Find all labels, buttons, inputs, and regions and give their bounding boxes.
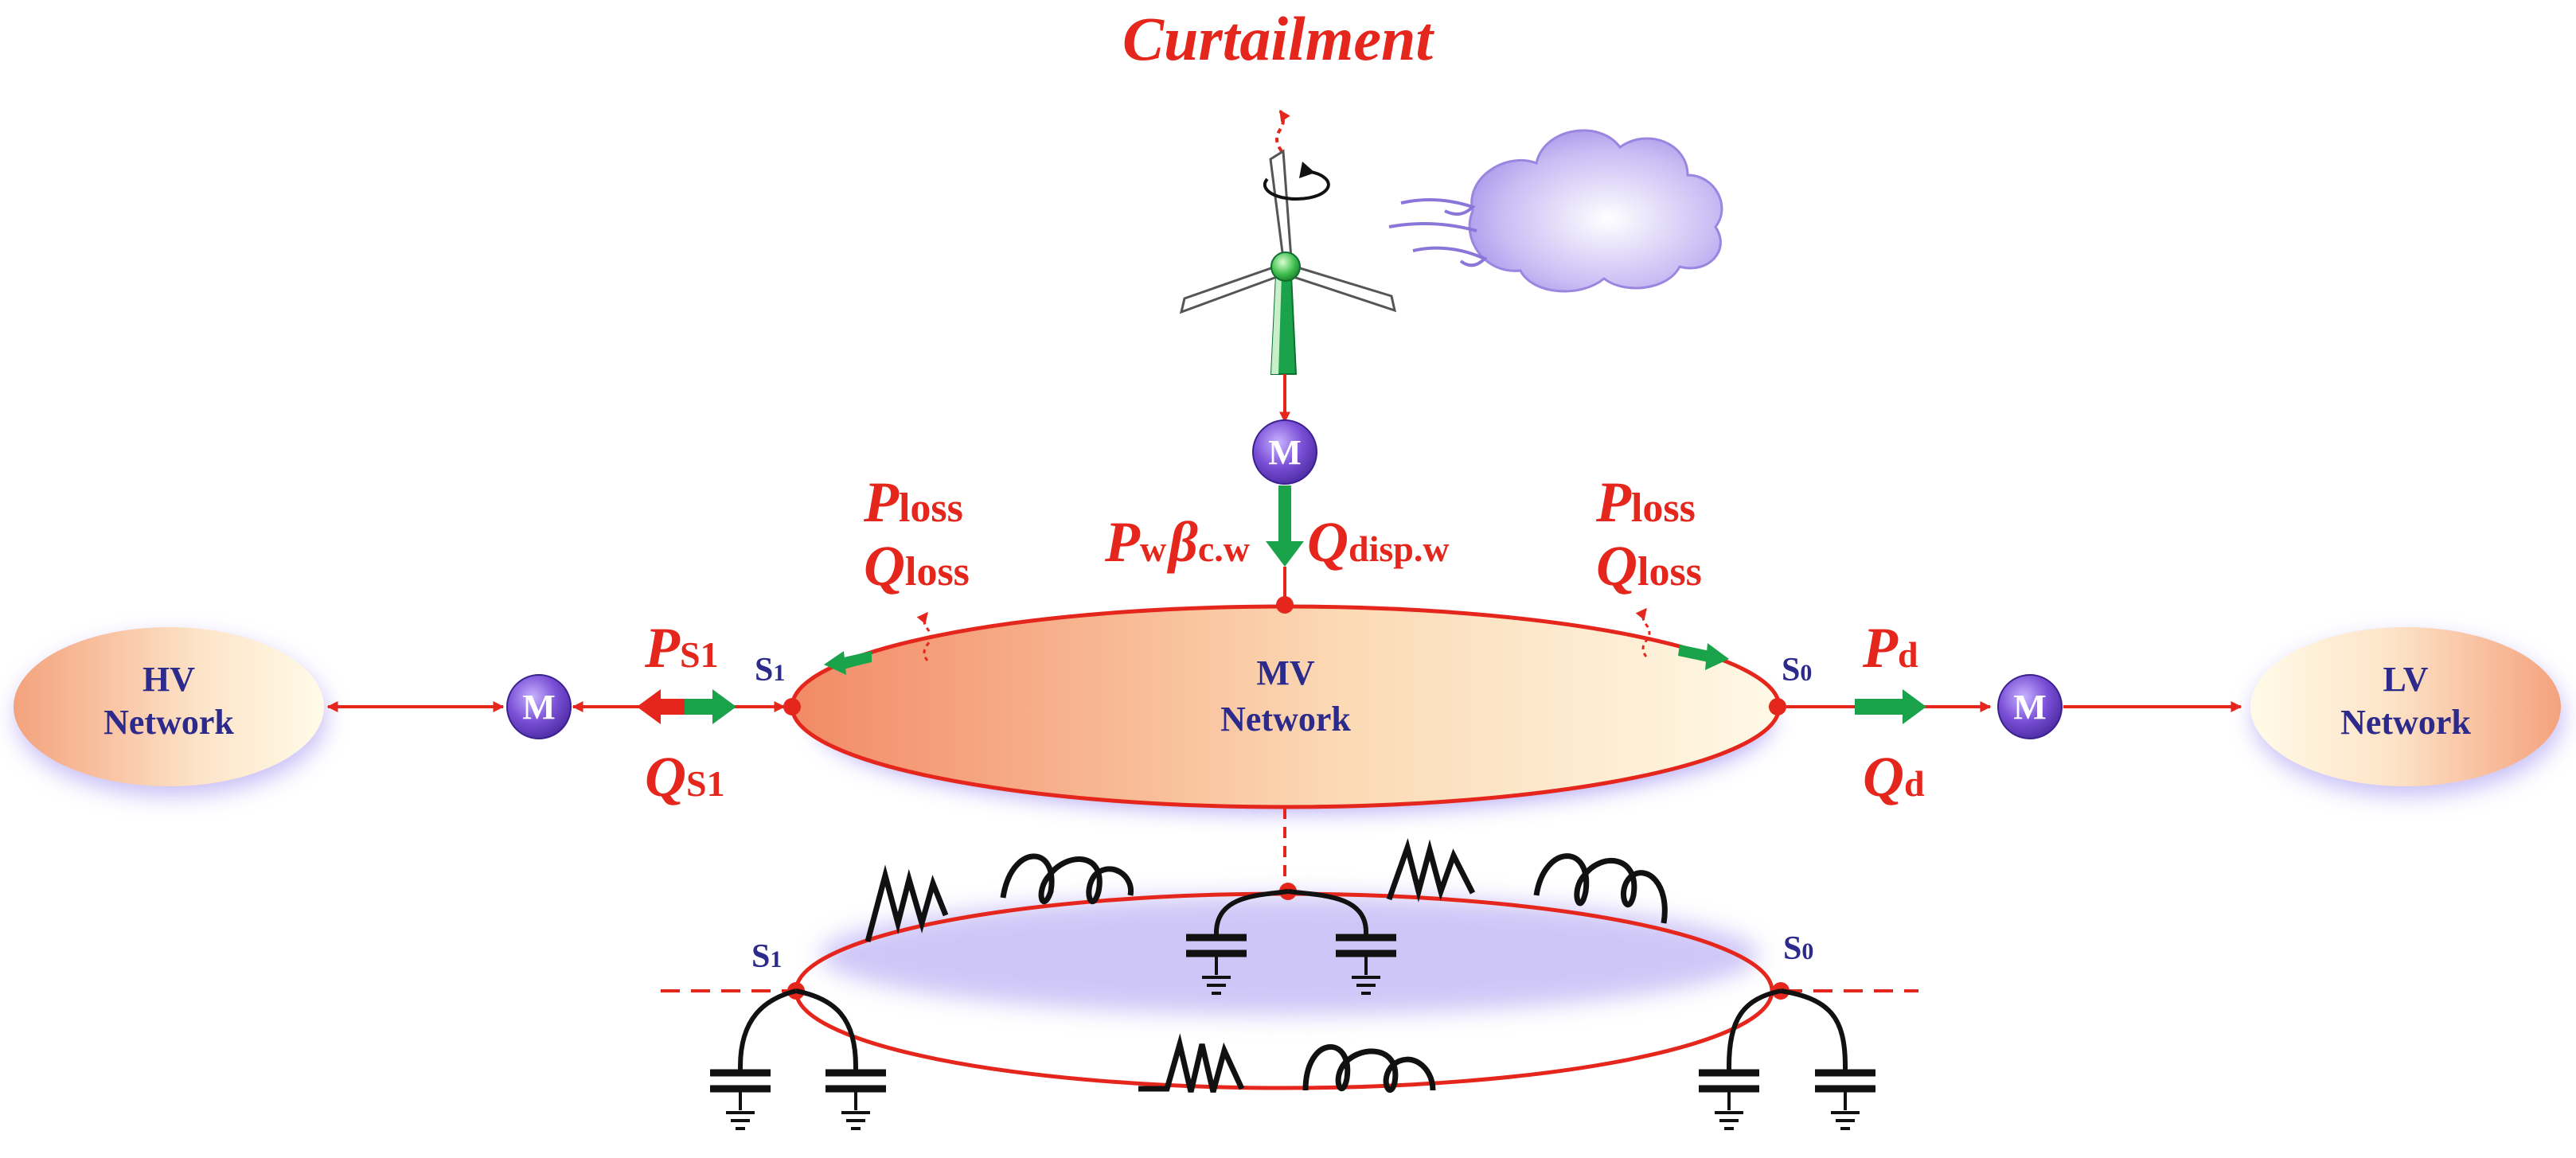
flow-q-s1: QS1	[645, 745, 725, 809]
meter-label: M	[1268, 433, 1302, 472]
wind-turbine-icon	[1179, 149, 1397, 375]
resistor-icon	[1386, 837, 1476, 903]
capacitor-icon	[1780, 988, 1875, 1110]
inductor-icon	[1533, 853, 1668, 924]
capacitor-icon	[710, 988, 797, 1110]
wind-power-flow-arrow	[1266, 485, 1304, 567]
ground-icon	[1831, 1111, 1860, 1130]
loss-arrow-right-body	[1678, 645, 1710, 662]
flow-p-w: Pw	[1104, 510, 1166, 574]
flow-q-d: Qd	[1863, 745, 1925, 809]
pd-green-arrow	[1855, 689, 1926, 724]
meter-left: M	[506, 674, 572, 739]
resistor-icon	[1138, 1033, 1245, 1093]
hv-network-ellipse	[14, 627, 324, 786]
ground-icon	[841, 1111, 870, 1130]
detail-ring-shadow	[820, 895, 1759, 1015]
node-s0-label: S0	[1782, 652, 1812, 688]
ground-icon	[1202, 976, 1231, 995]
ps1-red-arrow	[637, 689, 685, 724]
meter-label: M	[2013, 688, 2047, 727]
mv-node-s0	[1769, 698, 1786, 715]
capacitor-icon	[1287, 889, 1396, 975]
flow-p-loss-right: Ploss	[1595, 470, 1696, 534]
lv-label-line2: Network	[2340, 703, 2471, 742]
flow-q-loss-right: Qloss	[1596, 534, 1702, 598]
capacitor-icon	[1699, 988, 1782, 1110]
hv-label-line1: HV	[142, 660, 195, 699]
inductor-icon	[1000, 853, 1134, 905]
loss-arrow-right-head	[1705, 643, 1729, 670]
mv-label-line1: MV	[1256, 653, 1315, 692]
flow-q-disp-w: Qdisp.w	[1307, 510, 1450, 574]
mv-node-s1	[783, 698, 801, 715]
loss-arrow-left-body	[844, 651, 872, 669]
loss-squiggle-left	[916, 611, 932, 661]
meter-top: M	[1252, 419, 1317, 485]
node-s1-label: S1	[755, 652, 785, 688]
flow-p-s1: PS1	[644, 616, 719, 680]
flow-p-loss-left: Ploss	[863, 470, 963, 534]
mv-node-top	[1276, 596, 1294, 614]
loss-arrow-left-head	[824, 651, 846, 675]
lv-label-line1: LV	[2383, 660, 2428, 699]
detail-node-s1-label: S1	[751, 938, 782, 975]
capacitor-icon	[795, 988, 886, 1110]
qs1-green-arrow	[685, 689, 736, 724]
flow-p-d: Pd	[1862, 616, 1918, 680]
flow-q-loss-left: Qloss	[864, 534, 970, 598]
ground-icon	[1715, 1111, 1743, 1130]
meter-right: M	[1997, 674, 2063, 739]
ground-icon	[726, 1111, 755, 1130]
curtailment-title: Curtailment	[1122, 4, 1434, 73]
inductor-icon	[1302, 1044, 1436, 1093]
lv-network-ellipse	[2250, 627, 2561, 786]
mv-label-line2: Network	[1220, 700, 1351, 739]
hv-label-line2: Network	[103, 703, 234, 742]
flow-beta-c-w: βc.w	[1166, 510, 1250, 574]
cloud-wind-icon	[1388, 129, 1723, 293]
meter-label: M	[522, 688, 556, 727]
ground-icon	[1352, 976, 1380, 995]
detail-node-s0-label: S0	[1783, 930, 1813, 967]
resistor-icon	[865, 864, 949, 942]
loss-squiggle-right	[1635, 607, 1651, 657]
capacitor-icon	[1186, 889, 1289, 975]
